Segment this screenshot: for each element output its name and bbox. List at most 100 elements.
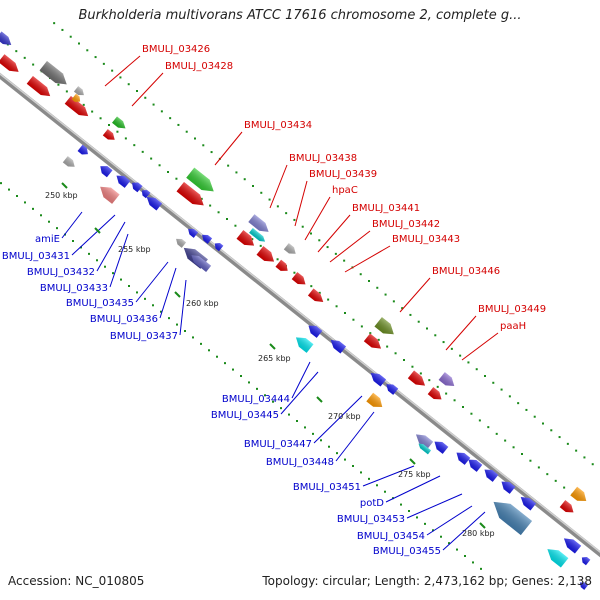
gc-dot [175,177,178,180]
gc-dot [453,399,456,402]
forward-leader-line [304,196,331,241]
reverse-gene-label[interactable]: amiE [35,234,60,245]
gc-dot [32,63,35,66]
gc-dot [176,323,178,326]
reverse-gene-label[interactable]: BMULJ_03431 [2,251,70,262]
gene-feature [291,272,306,285]
gene-feature [386,384,399,395]
gc-dot [424,522,426,525]
gc-dot [210,151,213,154]
gc-dot [150,157,153,160]
gene-feature [438,372,455,386]
gc-dot [32,207,34,210]
forward-gene-label[interactable]: BMULJ_03434 [244,120,312,131]
gc-dot [352,465,354,467]
gene-feature [468,459,483,472]
scale-tick-mark [479,522,486,529]
gene-feature [141,190,151,199]
forward-gene-label[interactable]: BMULJ_03442 [372,219,440,230]
reverse-gene-label[interactable]: BMULJ_03433 [40,283,108,294]
gene-feature [418,443,432,455]
reverse-leader-line [406,493,463,519]
gc-dot [288,413,290,416]
reverse-gene-label[interactable]: BMULJ_03455 [373,546,441,557]
forward-gene-label[interactable]: hpaC [332,185,358,196]
reverse-gene-label[interactable]: BMULJ_03448 [266,457,334,468]
reverse-gene-label[interactable]: BMULJ_03444 [222,394,290,405]
gc-dot [416,516,418,519]
forward-gene-label[interactable]: BMULJ_03439 [309,169,377,180]
gc-dot [53,22,56,25]
reverse-gene-label[interactable]: BMULJ_03432 [27,267,95,278]
reverse-gene-label[interactable]: BMULJ_03447 [244,439,312,450]
gc-dot [384,293,387,296]
reverse-gene-label[interactable]: BMULJ_03437 [110,331,178,342]
forward-gene-label[interactable]: BMULJ_03449 [478,304,546,315]
gc-dot [209,204,212,207]
gc-dot [104,265,106,268]
gene-feature [186,167,214,192]
reverse-gene-label[interactable]: BMULJ_03436 [90,314,158,325]
forward-leader-line [445,315,477,351]
gene-feature [39,60,67,85]
forward-gene-label[interactable]: BMULJ_03446 [432,266,500,277]
gc-dot [141,150,144,153]
gc-dot [24,201,26,204]
gc-dot [56,227,58,230]
gc-dot [434,334,437,337]
forward-gene-label[interactable]: BMULJ_03443 [392,234,460,245]
forward-gene-label[interactable]: BMULJ_03438 [289,153,357,164]
forward-gene-label[interactable]: BMULJ_03428 [165,61,233,72]
forward-leader-line [344,245,391,273]
reverse-leader-line [385,475,441,503]
gc-dot [48,220,50,223]
gc-dot [224,362,226,365]
gc-dot [508,395,511,398]
gene-feature [370,373,387,387]
gc-dot [184,330,186,332]
gene-feature [484,469,499,482]
gc-dot [185,130,188,133]
forward-gene-label[interactable]: BMULJ_03441 [352,203,420,214]
reverse-gene-label[interactable]: BMULJ_03435 [66,298,134,309]
gc-dot [40,214,42,217]
gc-dot [248,381,250,384]
gc-dot [408,510,410,512]
gc-dot [504,439,507,442]
forward-gene-label[interactable]: BMULJ_03426 [142,44,210,55]
reverse-gene-label[interactable]: BMULJ_03453 [337,514,405,525]
scale-tick-mark [409,458,416,465]
gene-feature [71,93,81,102]
gc-dot [160,310,162,313]
chromosome-backbone [0,72,600,558]
forward-leader-line [214,131,243,166]
gc-dot [72,240,74,242]
gene-feature [434,441,449,454]
reverse-gene-label[interactable]: BMULJ_03451 [293,482,361,493]
gc-dot [200,197,203,200]
forward-leader-line [104,55,141,87]
gene-feature [188,228,199,238]
gc-dot [293,271,296,274]
gc-dot [377,338,380,341]
gc-dot [368,477,370,480]
gene-feature [176,181,204,206]
reverse-gene-label[interactable]: BMULJ_03445 [211,410,279,421]
scale-tick-mark [94,227,101,234]
reverse-gene-label[interactable]: BMULJ_03454 [357,531,425,542]
gc-dot [119,76,122,79]
gc-dot [344,312,346,314]
reverse-gene-label[interactable]: potD [360,498,384,509]
gc-dot [326,246,329,249]
gc-dot [462,406,464,408]
gene-features [0,31,591,590]
reverse-leader-line [159,267,177,319]
gene-feature [62,156,75,167]
gc-dot [419,372,422,375]
gc-dot [487,426,490,429]
forward-gene-label[interactable]: paaH [500,321,526,332]
forward-leader-line [317,214,351,253]
gene-feature [132,182,143,193]
